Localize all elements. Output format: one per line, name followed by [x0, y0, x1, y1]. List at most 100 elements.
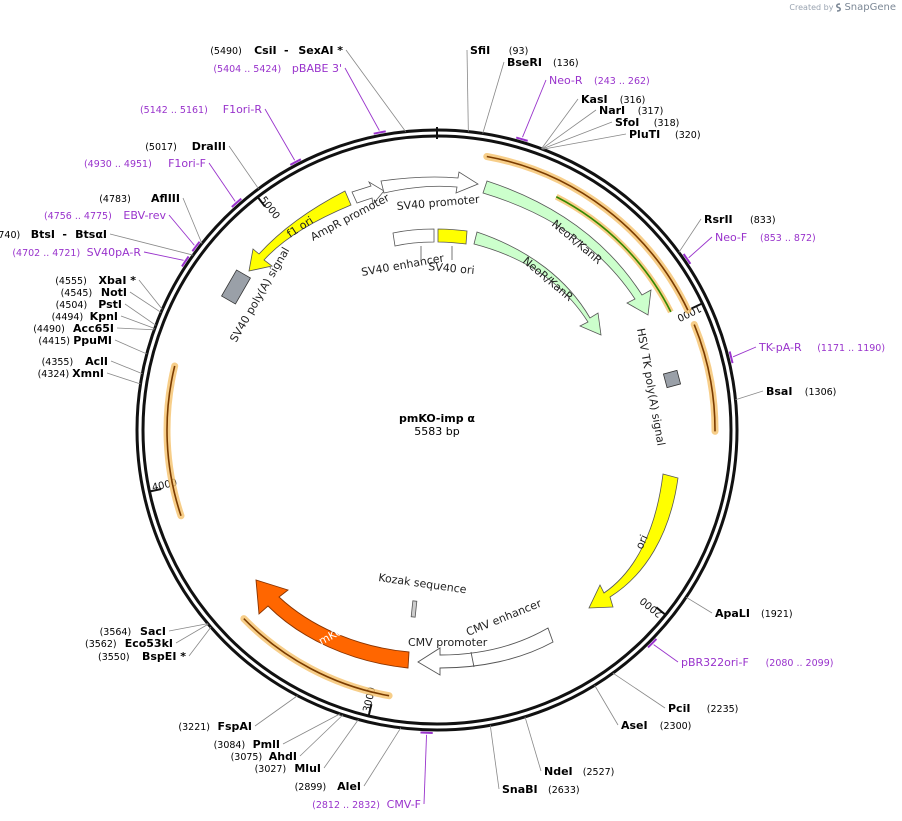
site-pos: (3027)	[255, 764, 287, 775]
plasmid-title-group: pmKO-imp α 5583 bp	[399, 412, 475, 438]
site-pos: (136)	[553, 58, 579, 69]
orf-tk-glow	[690, 321, 719, 435]
feature-sv40-ori[interactable]: SV40 ori	[428, 228, 475, 277]
primer-name: EBV-rev	[123, 209, 166, 222]
site-snabi[interactable]: SnaBI(2633)	[489, 725, 580, 796]
feature-label-cmv-promoter: CMV promoter	[408, 636, 488, 649]
site-btsi[interactable]: BtsαI-BtsI(4740)	[0, 228, 194, 256]
site-rsrii[interactable]: RsrII(833)	[678, 213, 776, 253]
site-alei[interactable]: AleI(2899)	[295, 727, 402, 793]
site-leader	[612, 672, 666, 709]
site-leader	[541, 109, 597, 150]
site-leader	[109, 233, 194, 256]
site-mlui[interactable]: MluI(3027)	[255, 719, 359, 775]
site-nari[interactable]: NarI(317)	[541, 104, 664, 150]
site-noti[interactable]: NotI(4545)	[61, 286, 162, 313]
primer-pbabe3[interactable]: pBABE 3'(5404 .. 5424)	[213, 62, 386, 135]
site-leader	[735, 390, 764, 401]
site-pos: (2300)	[660, 721, 692, 732]
primer-leader	[732, 346, 757, 358]
site-ndei[interactable]: NdeI(2527)	[524, 716, 614, 778]
site-fspai[interactable]: FspAI(3221)	[178, 695, 298, 733]
restriction-sites: SfiI(93)BseRI(136)KasI(316)NarI(317)SfoI…	[0, 44, 836, 796]
feature-mko[interactable]: mKO	[255, 579, 410, 669]
site-name: ApaLI	[715, 607, 750, 620]
site-xbai[interactable]: XbaI *(4555)	[55, 274, 163, 310]
site-acc65i[interactable]: Acc65I(4490)	[33, 322, 155, 335]
site-leader	[182, 197, 203, 244]
primer-leader	[653, 644, 679, 663]
primer-leader	[264, 108, 296, 161]
site-bsai[interactable]: BsaI(1306)	[735, 385, 836, 401]
site-pos: (4555)	[55, 276, 87, 287]
site-sfii[interactable]: SfiI(93)	[466, 44, 528, 132]
site-acli[interactable]: AclI(4355)	[42, 355, 143, 375]
site-ahdi[interactable]: AhdI(3075)	[231, 714, 344, 763]
primer-neor[interactable]: Neo-R(243 .. 262)	[515, 74, 650, 142]
site-leader	[345, 49, 406, 132]
orf-neo-inner-line	[555, 196, 672, 313]
site-leader	[323, 719, 359, 769]
site-saci[interactable]: SacI(3564)	[100, 623, 208, 638]
primer-range: (4702 .. 4721)	[12, 248, 80, 259]
primer-name: pBR322ori-F	[681, 656, 749, 669]
site-bseri[interactable]: BseRI(136)	[482, 56, 579, 134]
site-name: Eco53kI	[125, 637, 173, 650]
site-name: PmlI	[253, 738, 280, 751]
primer-marker	[181, 255, 190, 267]
created-by-text: Created by	[789, 3, 834, 12]
primer-cmvf[interactable]: CMV-F(2812 .. 2832)	[312, 731, 433, 811]
site-pmli[interactable]: PmlI(3084)	[214, 713, 341, 751]
primer-f1orif[interactable]: F1ori-F(4930 .. 4951)	[84, 157, 242, 208]
site-kasi[interactable]: KasI(316)	[541, 93, 645, 150]
site-draiii[interactable]: DraIII(5017)	[145, 140, 259, 190]
site-csii[interactable]: SexAI *-CsiI(5490)	[210, 44, 406, 132]
site-asei[interactable]: AseI(2300)	[594, 685, 692, 732]
primer-sv40par[interactable]: SV40pA-R(4702 .. 4721)	[12, 246, 190, 267]
primer-neof[interactable]: Neo-F(853 .. 872)	[682, 231, 816, 265]
site-name: DraIII	[192, 140, 226, 153]
site-leader	[129, 291, 162, 313]
feature-kozak[interactable]: Kozak sequence	[378, 571, 468, 618]
feature-label-sv40-ori: SV40 ori	[428, 260, 475, 277]
primer-f1orir[interactable]: F1ori-R(5142 .. 5161)	[140, 103, 302, 166]
site-name: AleI	[337, 780, 361, 793]
feature-sv40-promoter[interactable]: SV40 promoter	[380, 171, 480, 213]
site-name: SfiI	[470, 44, 490, 57]
site-pluti[interactable]: PluTI(320)	[542, 128, 701, 150]
feature-hsv-tk-polya[interactable]: HSV TK poly(A) signal	[634, 327, 682, 447]
site-apali[interactable]: ApaLI(1921)	[685, 596, 793, 620]
site-leader	[175, 623, 209, 644]
feature-label-cmv-enhancer: CMV enhancer	[464, 597, 543, 639]
site-ppumi[interactable]: PpuMI(4415)	[38, 334, 147, 355]
snapgene-logo-icon	[836, 3, 842, 12]
site-pos: (4324)	[38, 369, 70, 380]
feature-label-neor-inner: NeoR/KanR	[520, 254, 576, 304]
feature-label-kozak: Kozak sequence	[378, 571, 468, 596]
site-leader	[282, 713, 341, 745]
orf-neo-outer-line	[486, 155, 689, 311]
site-name-2: BtsαI	[75, 228, 107, 241]
site-afliii[interactable]: AflIII(4783)	[99, 192, 203, 244]
site-name: SacI	[140, 625, 166, 638]
feature-ori[interactable]: ori	[588, 473, 679, 609]
site-leader	[120, 315, 155, 329]
site-xmni[interactable]: XmnI(4324)	[38, 367, 141, 385]
site-bspei[interactable]: BspEI *(3550)	[98, 626, 212, 663]
site-sfoi[interactable]: SfoI(318)	[541, 116, 679, 150]
primer-leader	[143, 251, 184, 261]
site-psti[interactable]: PstI(4504)	[56, 298, 157, 326]
feature-cmv[interactable]: CMV enhancer CMV promoter	[408, 597, 554, 676]
primer-pbr322orif[interactable]: pBR322ori-F(2080 .. 2099)	[647, 638, 833, 669]
site-pos: (4740)	[0, 230, 20, 241]
primer-tkpar[interactable]: TK-pA-R(1171 .. 1190)	[728, 341, 885, 364]
site-leader	[106, 372, 141, 385]
site-kpni[interactable]: KpnI(4494)	[52, 310, 155, 329]
site-pcii[interactable]: PciI(2235)	[612, 672, 739, 715]
snapgene-app-name: SnapGene	[844, 2, 896, 13]
site-leader	[299, 714, 344, 757]
site-eco53ki[interactable]: Eco53kI(3562)	[85, 623, 209, 650]
site-leader	[541, 121, 613, 150]
primer-ebvrev[interactable]: EBV-rev(4756 .. 4775)	[44, 209, 201, 252]
site-leader	[228, 145, 259, 190]
